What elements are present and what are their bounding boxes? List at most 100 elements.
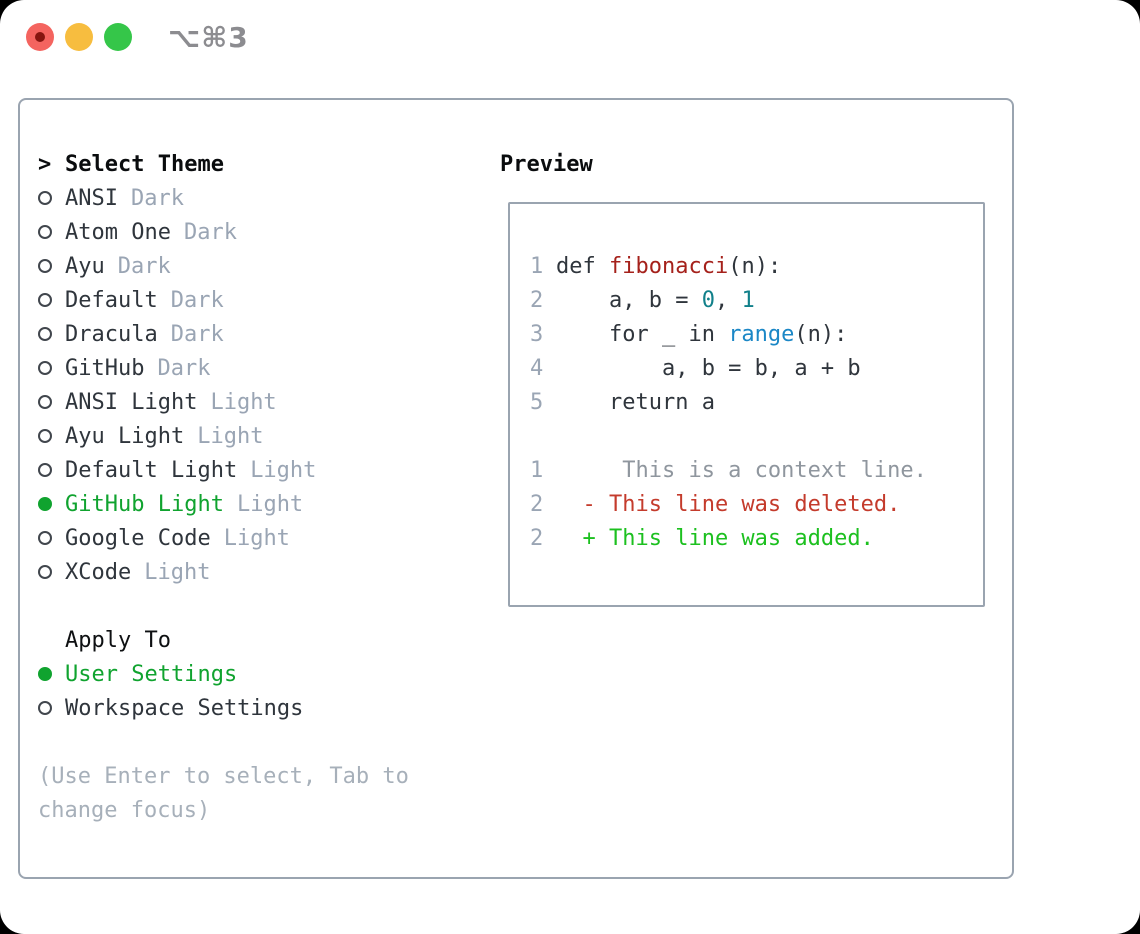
theme-option[interactable]: XCode Light: [38, 556, 316, 590]
radio-icon: [38, 395, 52, 409]
radio-selected-icon: [38, 497, 52, 511]
radio-icon: [38, 429, 52, 443]
theme-option[interactable]: Default Light Light: [38, 454, 316, 488]
code-token: + This line was added.: [556, 526, 874, 551]
prompt-icon: >: [38, 152, 52, 177]
variant-tag: Light: [236, 492, 304, 517]
radio-icon: [38, 191, 52, 205]
code-token: return a: [556, 390, 715, 415]
radio-icon: [38, 259, 52, 273]
code-line: [530, 420, 983, 454]
apply-to-option[interactable]: User Settings: [38, 658, 303, 692]
option-label: Ayu Light: [65, 424, 185, 449]
variant-tag: Dark: [170, 322, 224, 347]
radio-icon: [38, 361, 52, 375]
theme-option[interactable]: Ayu Dark: [38, 250, 316, 284]
radio-icon: [38, 565, 52, 579]
theme-option[interactable]: Default Dark: [38, 284, 316, 318]
theme-option[interactable]: ANSI Light Light: [38, 386, 316, 420]
code-token: 1: [741, 288, 755, 313]
radio-icon: [38, 293, 52, 307]
code-token: This is a context line.: [556, 458, 927, 483]
code-line: 2 + This line was added.: [530, 522, 983, 556]
apply-to-option[interactable]: Workspace Settings: [38, 692, 303, 726]
variant-tag: Dark: [117, 254, 171, 279]
zoom-button[interactable]: [104, 23, 132, 51]
keyboard-hint: (Use Enter to select, Tab to change focu…: [38, 764, 409, 823]
variant-tag: Light: [223, 526, 290, 551]
variant-tag: Light: [250, 458, 317, 483]
apply-to-heading: Apply To: [65, 628, 171, 653]
variant-tag: Light: [197, 424, 264, 449]
code-token: def: [556, 254, 609, 279]
code-token: (n):: [794, 322, 848, 347]
code-line: 4 a, b = b, a + b: [530, 352, 983, 386]
code-token: 0: [701, 288, 715, 313]
option-label: ANSI: [65, 186, 118, 211]
theme-option[interactable]: Google Code Light: [38, 522, 316, 556]
line-number: 2: [530, 526, 544, 551]
code-token: a, b =: [556, 288, 702, 313]
option-label: Workspace Settings: [65, 696, 304, 721]
window-title: ⌥⌘3: [168, 21, 249, 54]
variant-tag: Light: [210, 390, 277, 415]
code-line: 1 def fibonacci(n):: [530, 250, 983, 284]
theme-option[interactable]: GitHub Light Light: [38, 488, 316, 522]
variant-tag: Dark: [170, 288, 224, 313]
line-number: 2: [530, 492, 544, 517]
option-label: User Settings: [65, 662, 238, 687]
select-theme-heading: Select Theme: [65, 152, 224, 177]
close-button[interactable]: [26, 23, 54, 51]
radio-icon: [38, 463, 52, 477]
minimize-button[interactable]: [65, 23, 93, 51]
theme-option[interactable]: ANSI Dark: [38, 182, 316, 216]
theme-option[interactable]: GitHub Dark: [38, 352, 316, 386]
option-label: Ayu: [65, 254, 105, 279]
code-token: a, b = b, a + b: [556, 356, 861, 381]
code-line: 1 This is a context line.: [530, 454, 983, 488]
line-number: 1: [530, 254, 544, 279]
option-label: Atom One: [65, 220, 171, 245]
theme-option[interactable]: Atom One Dark: [38, 216, 316, 250]
code-token: for _ in: [556, 322, 729, 347]
radio-icon: [38, 531, 52, 545]
line-number: 4: [530, 356, 544, 381]
radio-icon: [38, 327, 52, 341]
close-button-dot: [35, 32, 45, 42]
titlebar: ⌥⌘3: [0, 0, 1140, 74]
option-label: Google Code: [65, 526, 211, 551]
variant-tag: Light: [144, 560, 211, 585]
preview-heading: Preview: [500, 152, 593, 177]
option-label: XCode: [65, 560, 132, 585]
variant-tag: Dark: [130, 186, 184, 211]
radio-icon: [38, 701, 52, 715]
option-label: GitHub: [65, 356, 145, 381]
option-label: Default: [65, 288, 158, 313]
option-label: GitHub Light: [65, 492, 224, 517]
code-token: ,: [714, 288, 742, 313]
option-label: ANSI Light: [65, 390, 198, 415]
variant-tag: Dark: [157, 356, 211, 381]
variant-tag: Dark: [183, 220, 237, 245]
theme-option[interactable]: Ayu Light Light: [38, 420, 316, 454]
code-line: 2 - This line was deleted.: [530, 488, 983, 522]
option-label: Dracula: [65, 322, 158, 347]
code-token: (n):: [728, 254, 782, 279]
theme-option[interactable]: Dracula Dark: [38, 318, 316, 352]
radio-icon: [38, 225, 52, 239]
line-number: 1: [530, 458, 544, 483]
option-label: Default Light: [65, 458, 238, 483]
code-line: 2 a, b = 0, 1: [530, 284, 983, 318]
line-number: 5: [530, 390, 544, 415]
code-line: 5 return a: [530, 386, 983, 420]
code-token: fibonacci: [608, 254, 729, 279]
code-line: 3 for _ in range(n):: [530, 318, 983, 352]
code-token: range: [728, 322, 795, 347]
radio-selected-icon: [38, 667, 52, 681]
line-number: 2: [530, 288, 544, 313]
